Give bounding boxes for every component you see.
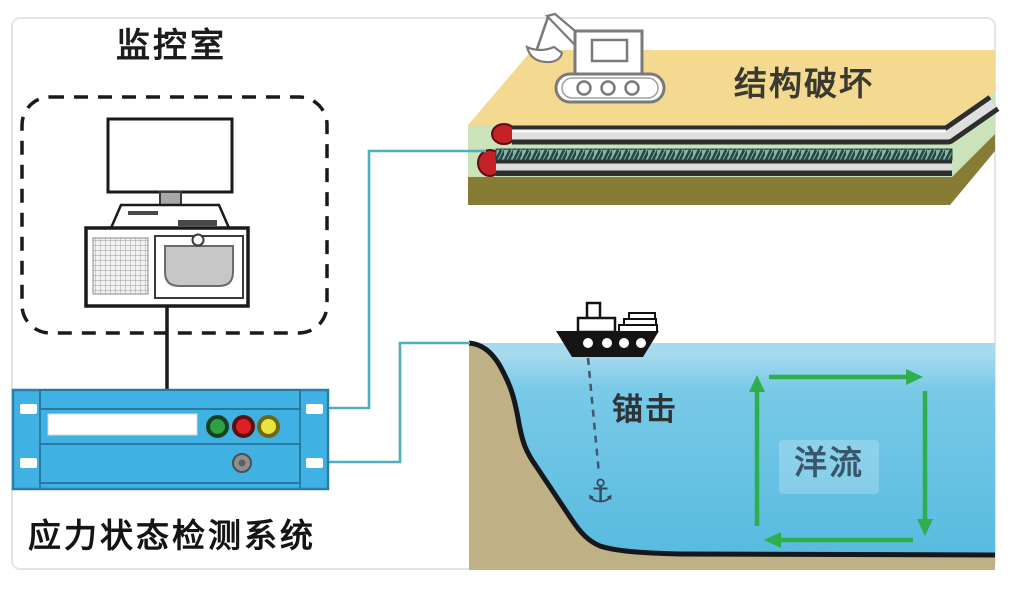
current-label-backdrop xyxy=(779,440,879,494)
monitor-icon xyxy=(106,117,234,194)
indicator-light-green xyxy=(206,415,229,438)
detection-device xyxy=(11,388,330,491)
ocean-current-label: 洋流 xyxy=(794,444,864,481)
anchor-icon: ⚓ xyxy=(586,473,615,509)
indicator-light-yellow xyxy=(257,415,280,438)
connection-line-land xyxy=(328,149,486,410)
indicator-light-red xyxy=(232,415,255,438)
anchor-rope xyxy=(586,357,601,475)
monitoring-room xyxy=(20,95,329,390)
keypad-grid xyxy=(92,237,149,295)
monitoring-room-box xyxy=(20,95,329,335)
monitoring-room-label: 监控室 xyxy=(116,27,227,65)
sensing-fiber-stripe xyxy=(495,148,953,161)
sensing-cable xyxy=(477,148,953,177)
device-display-slot xyxy=(47,413,198,436)
device-bottom-panel xyxy=(39,443,301,484)
rack-mount-slots xyxy=(20,404,323,468)
ship-icon xyxy=(556,301,659,357)
detection-system-label: 应力状态检测系统 xyxy=(28,517,316,554)
sea-scene xyxy=(468,301,996,570)
anchor-strike-label: 锚击 xyxy=(612,392,678,427)
pipeline xyxy=(491,95,1000,145)
workstation-icon xyxy=(84,117,250,308)
land-base xyxy=(468,134,995,205)
excavator-icon xyxy=(525,12,666,104)
device-top-panel xyxy=(39,389,301,410)
submarine-cable xyxy=(468,340,996,558)
seabed xyxy=(469,343,995,570)
land-scene xyxy=(468,12,1000,205)
structural-damage-label: 结构破坏 xyxy=(734,65,874,102)
connection-line-sea xyxy=(328,341,470,464)
current-loop-arrows xyxy=(749,369,933,548)
console-screen xyxy=(164,245,234,287)
